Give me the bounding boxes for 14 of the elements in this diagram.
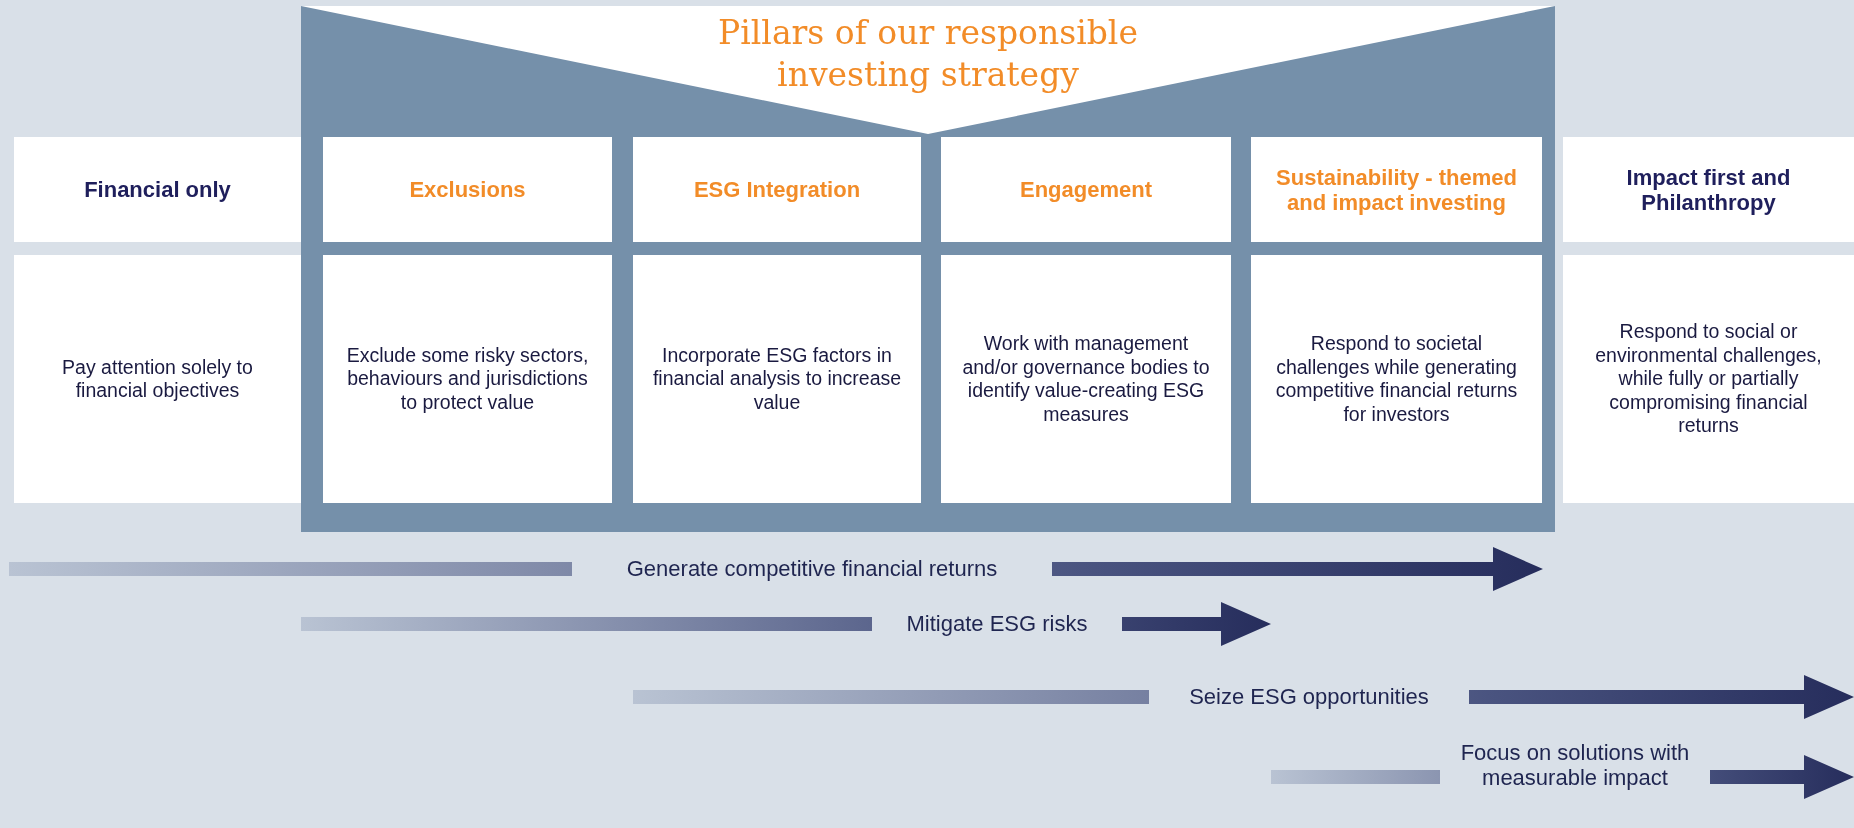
column-description: Exclude some risky sectors, behaviours and jurisdictions to protect value	[323, 255, 612, 503]
column-description: Respond to societal challenges while generating competitive financial returns for investors	[1251, 255, 1542, 503]
column-heading: Financial only	[14, 137, 301, 242]
column-heading: Impact first and Philanthropy	[1563, 137, 1854, 242]
column-description: Respond to social or environmental challenges, while fully or partially compromising financial returns	[1563, 255, 1854, 503]
column-heading: Sustainability - themed and impact investing	[1251, 137, 1542, 242]
column-heading: Exclusions	[323, 137, 612, 242]
column-description: Incorporate ESG factors in financial analysis to increase value	[633, 255, 921, 503]
column-description: Work with management and/or governance bodies to identify value-creating ESG measures	[941, 255, 1231, 503]
column-heading: Engagement	[941, 137, 1231, 242]
column-description: Pay attention solely to financial objectives	[14, 255, 301, 503]
pillars-panel	[301, 6, 1555, 532]
panel-title: Pillars of our responsible investing strategy	[717, 12, 1139, 96]
column-heading: ESG Integration	[633, 137, 921, 242]
